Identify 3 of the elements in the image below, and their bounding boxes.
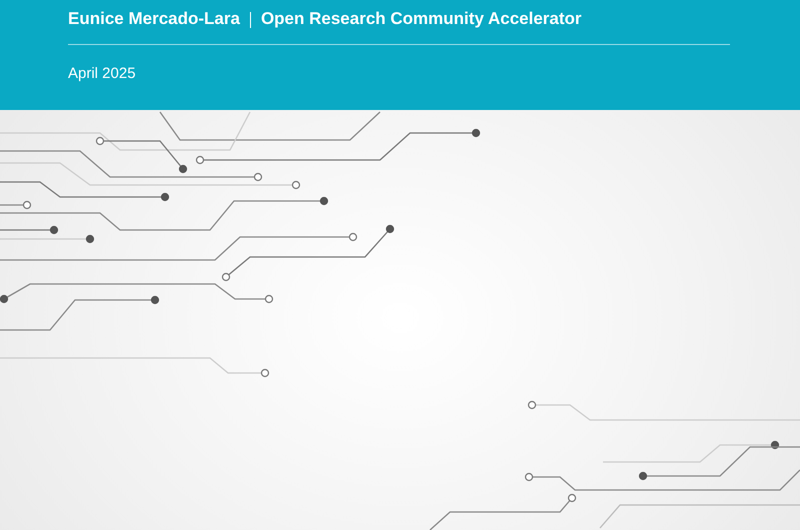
- date-text: April 2025: [68, 65, 136, 82]
- organization-name: Open Research Community Accelerator: [260, 9, 582, 29]
- author-name: Eunice Mercado-Lara: [68, 9, 240, 29]
